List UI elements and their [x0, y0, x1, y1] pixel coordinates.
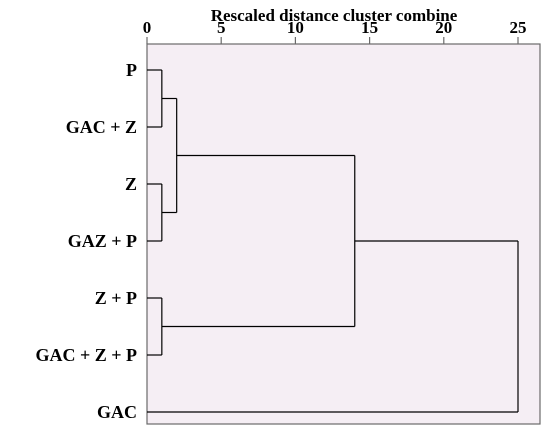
leaf-label: Z + P [95, 288, 137, 308]
leaf-label: P [126, 60, 137, 80]
leaf-label: Z [125, 174, 137, 194]
x-tick-label: 5 [217, 18, 226, 37]
x-axis-title: Rescaled distance cluster combine [211, 6, 458, 25]
leaf-label: GAZ + P [68, 231, 137, 251]
leaf-label: GAC + Z [66, 117, 137, 137]
x-tick-label: 15 [361, 18, 378, 37]
x-tick-label: 25 [510, 18, 527, 37]
plot-area [146, 43, 541, 425]
x-tick-label: 0 [143, 18, 152, 37]
leaf-labels: P GAC + Z Z GAZ + P Z + P GAC + Z + P GAC [35, 60, 137, 422]
x-tick-label: 20 [435, 18, 452, 37]
dendrogram-links [147, 69, 519, 413]
leaf-label: GAC [97, 402, 137, 422]
x-axis-ticks: 0 5 10 15 20 25 [143, 18, 527, 44]
x-tick-label: 10 [287, 18, 304, 37]
leaf-label: GAC + Z + P [35, 345, 137, 365]
